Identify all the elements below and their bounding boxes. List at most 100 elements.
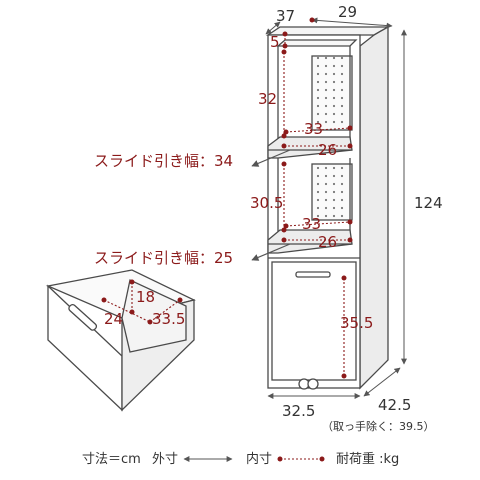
pegboard-hole <box>316 88 320 92</box>
pegboard-hole <box>324 64 328 68</box>
base-depth-line <box>363 367 401 397</box>
label-top-inset: 5 <box>270 33 280 51</box>
label-top-depth: 37 <box>276 7 295 25</box>
pegboard-hole <box>316 72 320 76</box>
cabinet-inner-top <box>276 39 358 47</box>
pegboard-hole <box>316 56 320 60</box>
pegboard-hole <box>324 112 328 116</box>
label-base-depth: 42.5 <box>378 396 411 414</box>
label-total-height: 124 <box>414 194 443 212</box>
pegboard-hole <box>340 88 344 92</box>
drawer-width-line <box>103 299 151 323</box>
pegboard-hole <box>332 96 336 100</box>
pegboard-hole <box>324 174 328 178</box>
shelf1-depth-line <box>285 127 351 133</box>
label-handle-note: （取っ手除く：39.5） <box>322 419 435 433</box>
pegboard-hole <box>332 80 336 84</box>
caster-back <box>307 378 319 390</box>
bin-handle <box>295 271 331 278</box>
pegboard-hole <box>332 182 336 186</box>
pegboard-hole <box>340 166 344 170</box>
pegboard-hole <box>316 174 320 178</box>
pegboard-hole <box>316 182 320 186</box>
pegboard-hole <box>324 80 328 84</box>
label-lower-height: 30.5 <box>250 194 283 212</box>
pegboard-hole <box>340 56 344 60</box>
pegboard-hole <box>340 112 344 116</box>
pegboard-hole <box>332 56 336 60</box>
pegboard-hole <box>340 96 344 100</box>
pegboard-hole <box>316 112 320 116</box>
pegboard-hole <box>332 120 336 124</box>
pegboard-hole <box>324 182 328 186</box>
pegboard-hole <box>316 166 320 170</box>
label-drawer-width: 24 <box>104 310 123 328</box>
pegboard-hole <box>340 80 344 84</box>
legend-inner-dot-left <box>277 456 283 462</box>
pegboard-hole <box>324 88 328 92</box>
pegboard-hole <box>316 206 320 210</box>
label-base-width: 32.5 <box>282 402 315 420</box>
pegboard-hole <box>316 104 320 108</box>
pegboard-hole <box>324 56 328 60</box>
label-drawer-depth: 33.5 <box>152 310 185 328</box>
cabinet-side-panel <box>359 25 389 390</box>
pegboard-hole <box>324 120 328 124</box>
pegboard-hole <box>340 120 344 124</box>
pegboard-holes <box>316 56 344 218</box>
drawer-handle <box>68 303 98 331</box>
pegboard-hole <box>316 214 320 218</box>
pegboard-hole <box>332 174 336 178</box>
top-width-line <box>311 17 393 29</box>
label-shelf1-width: 26 <box>318 141 337 159</box>
inner-dimension-dots <box>281 17 353 379</box>
legend-load: 耐荷重 :kg <box>336 451 399 467</box>
legend-inner-dot-right <box>319 456 325 462</box>
pegboard-hole <box>324 166 328 170</box>
slide-arrow-2 <box>251 243 291 261</box>
pegboard-hole <box>332 206 336 210</box>
pegboard-hole <box>332 198 336 202</box>
pegboard-hole <box>340 182 344 186</box>
pegboard-hole <box>332 88 336 92</box>
pegboard-hole <box>324 198 328 202</box>
drawer-inner <box>121 279 187 353</box>
pegboard-hole <box>316 198 320 202</box>
label-shelf1-depth: 33 <box>304 120 323 138</box>
shelf2-depth-line <box>285 221 351 227</box>
pegboard-hole <box>316 120 320 124</box>
label-shelf2-depth: 33 <box>302 215 321 233</box>
pegboard-hole <box>316 64 320 68</box>
pegboard-hole <box>340 198 344 202</box>
pegboard-hole <box>340 72 344 76</box>
pegboard-hole <box>324 214 328 218</box>
label-upper-height: 32 <box>258 90 277 108</box>
label-bin-height: 35.5 <box>340 314 373 332</box>
pegboard-hole <box>340 206 344 210</box>
pegboard-hole <box>332 104 336 108</box>
pegboard-hole <box>332 64 336 68</box>
slide-arrows <box>251 149 291 261</box>
pegboard-hole <box>324 96 328 100</box>
legend-outer: 外寸 <box>152 452 178 467</box>
pegboard-hole <box>332 166 336 170</box>
pegboard-hole <box>332 190 336 194</box>
pegboard-hole <box>340 190 344 194</box>
drawer-inner-dimensions <box>103 282 181 323</box>
drawer-drawing <box>45 269 196 412</box>
pegboard-hole <box>316 190 320 194</box>
bin-door <box>271 261 357 381</box>
legend-unit: 寸法＝cm <box>82 452 141 467</box>
cabinet-drawing <box>265 25 391 390</box>
label-shelf2-width: 26 <box>318 233 337 251</box>
pegboard-hole <box>324 206 328 210</box>
top-depth-line <box>265 21 281 35</box>
legend: 寸法＝cm 外寸 内寸 耐荷重 :kg <box>82 451 399 467</box>
upper-back-panel <box>311 55 353 131</box>
outer-dimension-lines <box>265 17 407 399</box>
label-drawer-height: 18 <box>136 288 155 306</box>
drawer-dimension-dots <box>101 279 183 325</box>
slide-arrow-1 <box>251 149 291 167</box>
pegboard-hole <box>316 80 320 84</box>
